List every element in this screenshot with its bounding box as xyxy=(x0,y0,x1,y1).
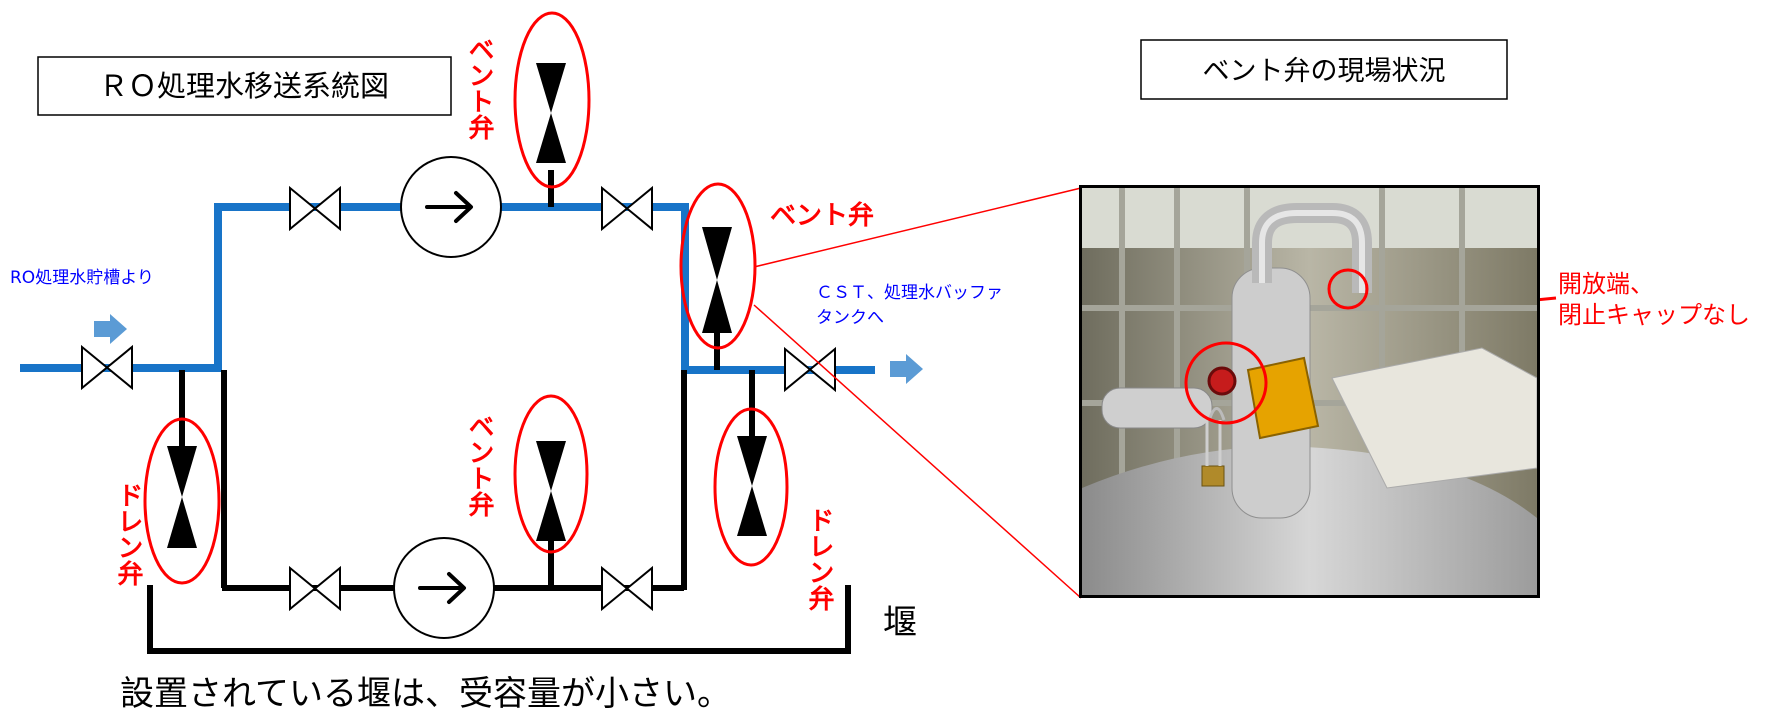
gate-valve-upper-left xyxy=(289,185,341,232)
callout-line-lower xyxy=(753,304,1082,599)
gate-valve-inlet xyxy=(81,344,133,391)
highlight-vent-middle xyxy=(513,394,589,554)
diagram-title-box: ＲＯ処理水移送系統図 xyxy=(37,56,452,116)
gate-valve-outlet xyxy=(784,346,836,393)
highlight-drain-left xyxy=(143,417,221,585)
field-photo-illustration xyxy=(1082,188,1537,595)
open-end-label-line1: 開放端、 xyxy=(1558,270,1654,298)
caption: 設置されている堰は、受容量が小さい。 xyxy=(120,674,731,711)
drain-label-left: ドレン弁 xyxy=(113,482,143,586)
gate-valve-lower-left xyxy=(289,565,341,612)
pump-upper xyxy=(400,156,502,258)
highlight-drain-right xyxy=(713,407,789,567)
vent-label-middle: ベント弁 xyxy=(464,413,494,517)
weir xyxy=(147,585,851,654)
highlight-vent-top xyxy=(513,11,591,189)
photo-title-box: ベント弁の現場状況 xyxy=(1140,39,1508,100)
drain-valve-left xyxy=(167,446,197,548)
source-label: RO処理水貯槽より xyxy=(10,268,154,288)
photo-title: ベント弁の現場状況 xyxy=(1203,56,1446,87)
gate-valve-lower-right xyxy=(601,565,653,612)
gate-valve-upper-right xyxy=(601,185,653,232)
vent-label-right: ベント弁 xyxy=(770,200,874,231)
field-photo xyxy=(1079,185,1540,598)
callout-line-upper xyxy=(753,187,1082,268)
vent-label-top: ベント弁 xyxy=(464,36,494,140)
flow-arrow-outlet xyxy=(890,354,923,384)
open-end-label-line2: 閉止キャップなし xyxy=(1558,301,1750,329)
pump-lower xyxy=(393,537,495,639)
flow-arrow-inlet xyxy=(94,314,127,344)
diagram-title: ＲＯ処理水移送系統図 xyxy=(99,69,389,103)
drain-label-right: ドレン弁 xyxy=(804,507,834,611)
vent-valve-right xyxy=(702,227,732,333)
destination-label-line2: タンクへ xyxy=(816,308,884,328)
destination-label-line1: ＣＳＴ、処理水バッファ xyxy=(816,283,1003,303)
vent-valve-middle xyxy=(536,441,566,541)
vent-valve-top xyxy=(536,63,566,163)
highlight-ellipses xyxy=(143,11,789,585)
weir-label: 堰 xyxy=(883,603,917,643)
drain-valve-right xyxy=(737,436,767,536)
